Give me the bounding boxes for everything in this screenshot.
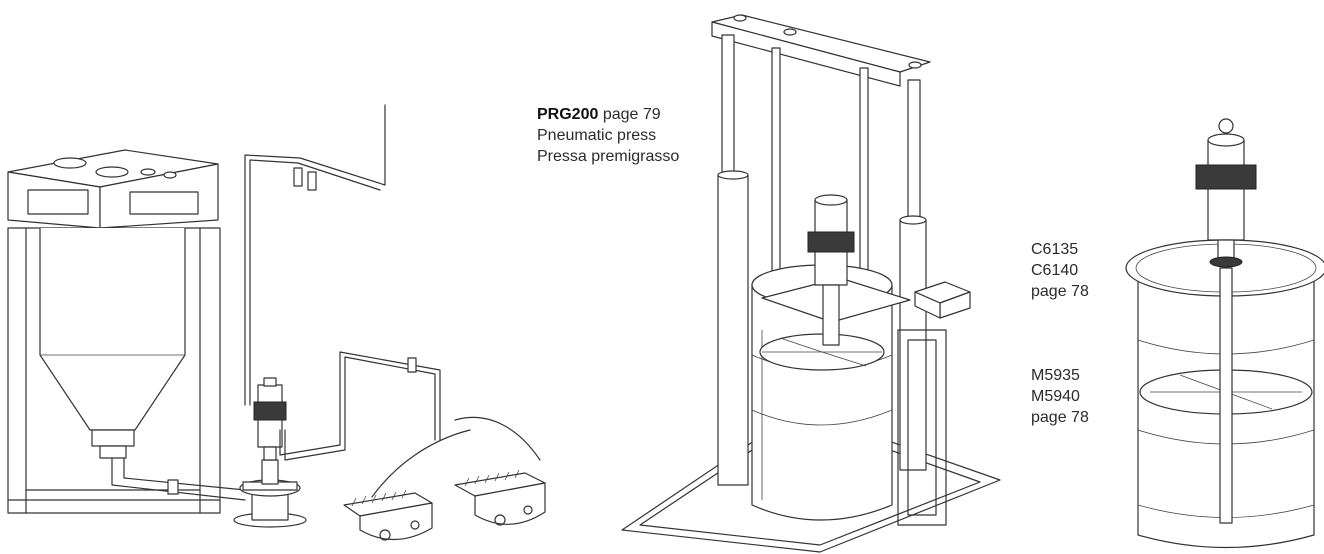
hopper-tank — [8, 150, 245, 513]
prg200-label: PRG200 page 79 Pneumatic press Pressa pr… — [537, 104, 679, 167]
pump-unit-left — [234, 105, 440, 527]
c61-page: page 78 — [1031, 283, 1089, 300]
pneumatic-press — [622, 15, 1000, 552]
prg200-line1: Pneumatic press — [537, 127, 657, 144]
prg200-code: PRG200 — [537, 106, 599, 123]
prg200-page: page 79 — [602, 106, 661, 123]
m59-label: M5935 M5940 page 78 — [1031, 365, 1089, 428]
m59-line1: M5935 — [1031, 367, 1080, 384]
drum-with-pump — [1126, 119, 1324, 548]
m59-page: page 78 — [1031, 409, 1089, 426]
feeding-troughs — [344, 417, 545, 540]
m59-line2: M5940 — [1031, 388, 1080, 405]
prg200-line2: Pressa premigrasso — [537, 148, 680, 165]
c61-label: C6135 C6140 page 78 — [1031, 239, 1089, 302]
c61-line2: C6140 — [1031, 262, 1079, 279]
c61-line1: C6135 — [1031, 241, 1079, 258]
